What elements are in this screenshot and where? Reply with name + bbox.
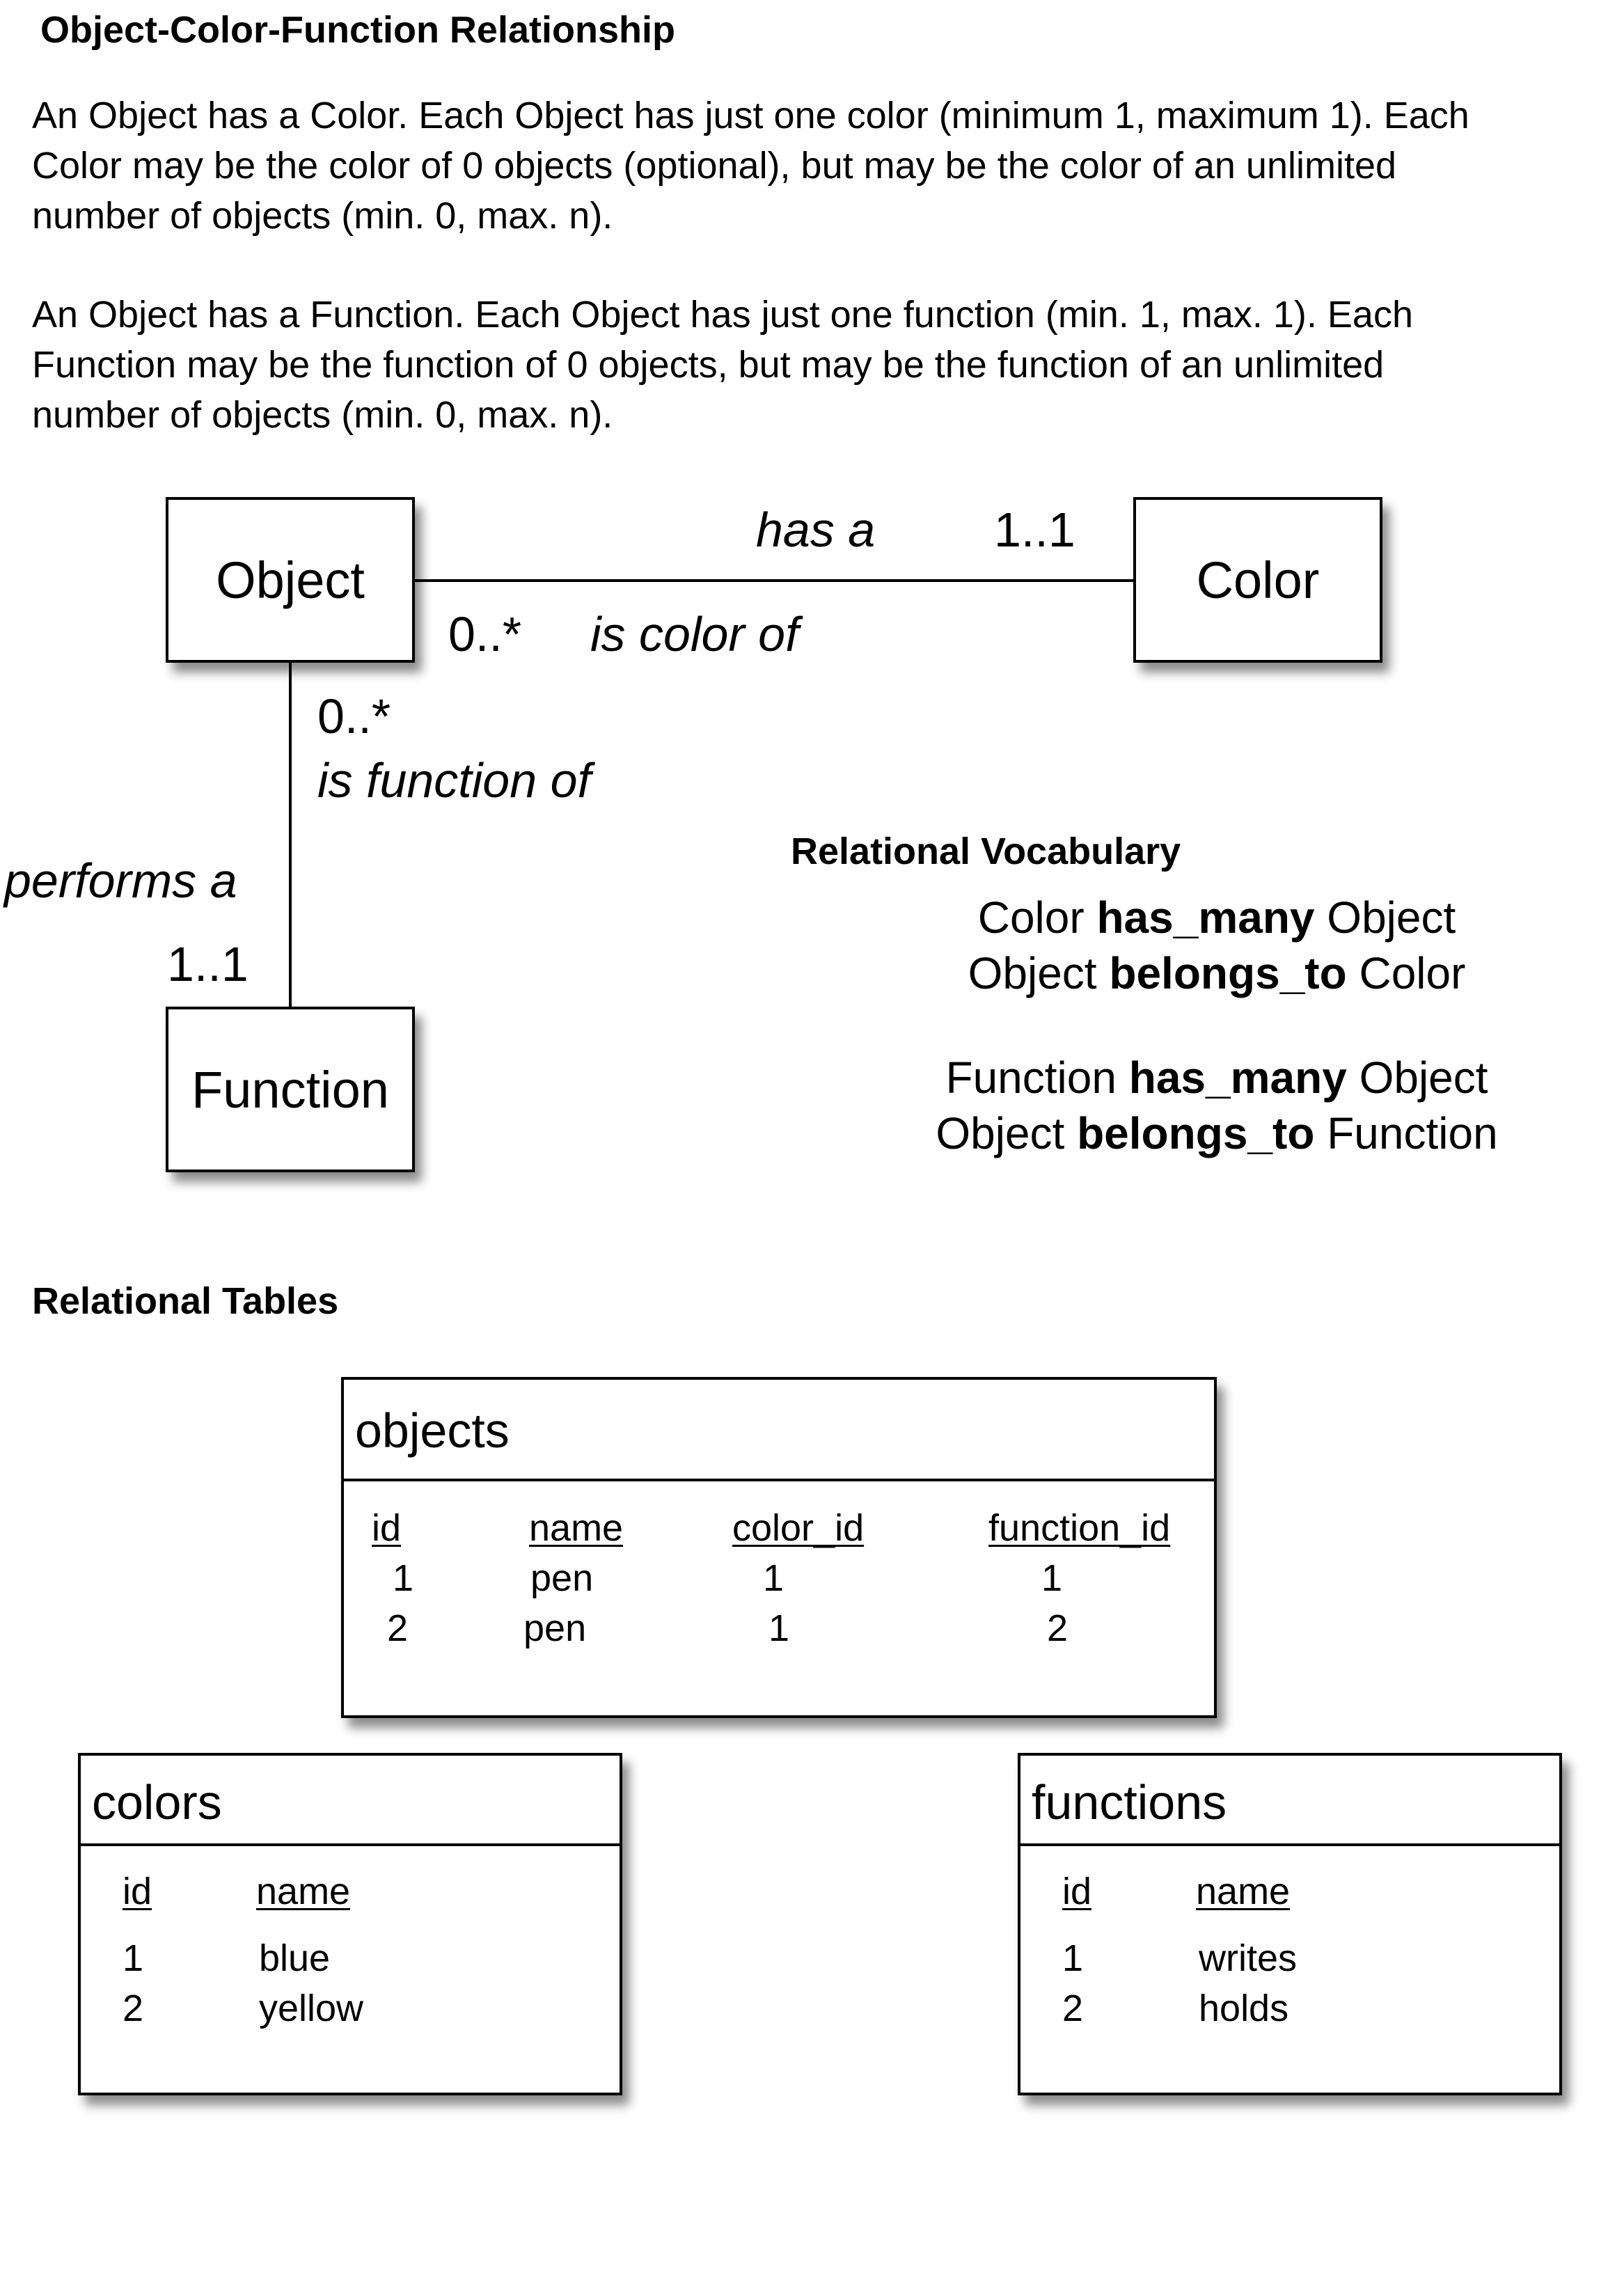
table-cell: 2 bbox=[387, 1607, 409, 1649]
column-header-name: name bbox=[256, 1871, 351, 1912]
vocab-statement: Object belongs_to Color bbox=[968, 951, 1466, 995]
vocab-object: Object bbox=[1359, 1053, 1488, 1103]
table-cell: 1 bbox=[1062, 1937, 1084, 1979]
table-cell: 2 bbox=[1047, 1607, 1069, 1649]
vocab-subject: Object bbox=[968, 948, 1097, 998]
table-cell: writes bbox=[1199, 1937, 1298, 1979]
page-title: Object-Color-Function Relationship bbox=[40, 9, 675, 51]
vocab-object: Color bbox=[1359, 948, 1466, 998]
table-cell: yellow bbox=[259, 1987, 364, 2029]
cardinality-color: 1..1 bbox=[994, 503, 1075, 557]
column-header-id: id bbox=[1062, 1871, 1092, 1912]
role-is-color-of: is color of bbox=[590, 607, 799, 661]
entity-function-label: Function bbox=[191, 1060, 389, 1119]
table-cell: pen bbox=[530, 1557, 594, 1599]
table-cell: 2 bbox=[123, 1987, 144, 2029]
table-functions: functions id name 1 writes 2 holds bbox=[1018, 1753, 1562, 2095]
table-cell: blue bbox=[259, 1937, 331, 1979]
paragraph-color: An Object has a Color. Each Object has j… bbox=[32, 95, 1469, 237]
table-divider bbox=[1020, 1843, 1559, 1846]
column-header-color-id: color_id bbox=[732, 1507, 865, 1549]
table-objects-title: objects bbox=[355, 1403, 510, 1458]
table-colors: colors id name 1 blue 2 yellow bbox=[78, 1753, 622, 2095]
vocab-statement: Color has_many Object bbox=[978, 895, 1456, 940]
entity-color-label: Color bbox=[1196, 551, 1320, 609]
table-cell: 1 bbox=[1041, 1557, 1063, 1599]
table-objects: objects id name color_id function_id 1 p… bbox=[341, 1377, 1217, 1718]
entity-object: Object bbox=[166, 497, 415, 663]
table-colors-title: colors bbox=[92, 1775, 222, 1829]
column-header-id: id bbox=[123, 1871, 152, 1912]
vocab-statement: Function has_many Object bbox=[945, 1055, 1488, 1100]
object-color-connector bbox=[413, 579, 1135, 582]
cardinality-object-color: 0..* bbox=[448, 607, 522, 661]
vocab-subject: Color bbox=[977, 892, 1085, 943]
vocab-relation: has_many bbox=[1096, 892, 1315, 943]
table-cell: holds bbox=[1199, 1987, 1289, 2029]
entity-color: Color bbox=[1133, 497, 1382, 663]
table-cell: pen bbox=[523, 1607, 587, 1649]
vocab-relation: belongs_to bbox=[1109, 948, 1347, 998]
table-cell: 1 bbox=[763, 1557, 785, 1599]
vocabulary-heading: Relational Vocabulary bbox=[791, 830, 1181, 872]
cardinality-function: 1..1 bbox=[167, 937, 249, 991]
table-divider bbox=[81, 1843, 620, 1846]
vocab-relation: belongs_to bbox=[1077, 1108, 1315, 1158]
tables-heading: Relational Tables bbox=[32, 1280, 339, 1322]
vocab-subject: Object bbox=[936, 1108, 1065, 1158]
entity-object-label: Object bbox=[216, 551, 365, 609]
column-header-name: name bbox=[529, 1507, 624, 1549]
vocab-object: Function bbox=[1327, 1108, 1498, 1158]
table-cell: 1 bbox=[393, 1557, 414, 1599]
vocab-statement: Object belongs_to Function bbox=[936, 1111, 1497, 1156]
paragraph-function: An Object has a Function. Each Object ha… bbox=[32, 294, 1413, 436]
cardinality-object-function: 0..* bbox=[317, 689, 391, 743]
object-function-connector bbox=[289, 663, 292, 1007]
vocab-object: Object bbox=[1327, 892, 1456, 943]
role-performs-a: performs a bbox=[4, 853, 237, 908]
column-header-id: id bbox=[372, 1507, 402, 1549]
role-is-function-of: is function of bbox=[317, 753, 591, 808]
column-header-name: name bbox=[1196, 1871, 1291, 1912]
table-functions-title: functions bbox=[1032, 1775, 1227, 1829]
table-cell: 1 bbox=[768, 1607, 790, 1649]
vocab-subject: Function bbox=[945, 1053, 1117, 1103]
table-cell: 1 bbox=[123, 1937, 144, 1979]
table-divider bbox=[344, 1479, 1214, 1481]
entity-function: Function bbox=[166, 1007, 415, 1172]
vocab-relation: has_many bbox=[1128, 1053, 1347, 1103]
role-has-a: has a bbox=[756, 503, 876, 557]
table-cell: 2 bbox=[1062, 1987, 1084, 2029]
column-header-function-id: function_id bbox=[988, 1507, 1171, 1549]
